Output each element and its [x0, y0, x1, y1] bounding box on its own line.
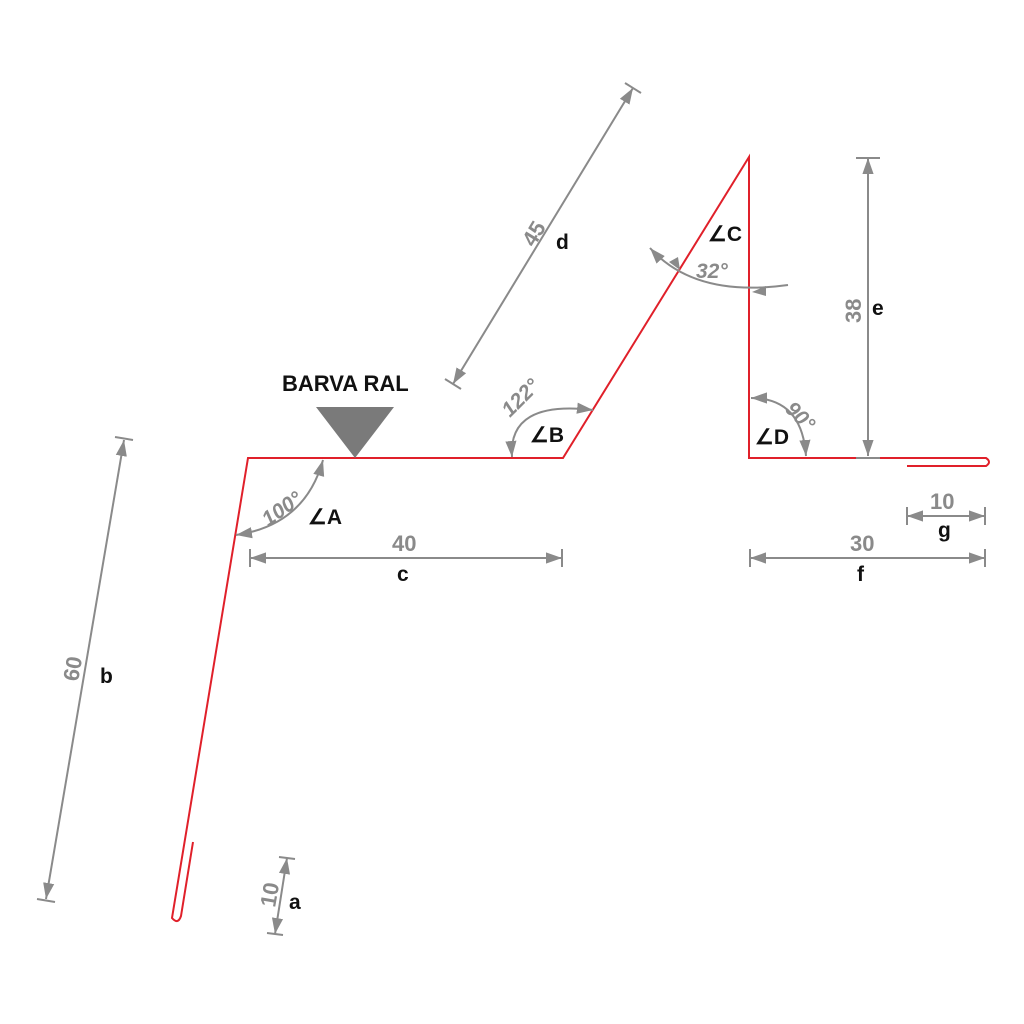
angle-value-a: 100°	[258, 487, 307, 531]
dim-value-f: 30	[850, 531, 874, 556]
dim-line-a	[271, 857, 291, 935]
angle-label-d: ∠D	[755, 426, 789, 449]
dim-tick	[278, 856, 296, 860]
angle-arc-d	[750, 392, 811, 457]
dim-letter-b: b	[100, 665, 113, 688]
dim-value-c: 40	[392, 531, 416, 556]
angle-arrow-c	[669, 257, 680, 270]
dim-letter-d: d	[556, 231, 569, 254]
angle-arc-a	[235, 459, 325, 539]
angle-arc-c	[649, 247, 789, 289]
dim-letter-g: g	[938, 519, 951, 542]
angle-arrow-c	[752, 286, 766, 296]
angle-arc-b	[505, 402, 594, 458]
angle-label-b: ∠B	[530, 424, 564, 447]
dim-tick	[266, 932, 284, 936]
angle-value-c: 32°	[696, 260, 728, 283]
angle-label-a: ∠A	[308, 506, 342, 529]
dim-value-g: 10	[930, 489, 954, 514]
color-title: BARVA RAL	[282, 371, 409, 396]
dim-tick	[36, 898, 56, 903]
dim-line-b	[43, 439, 127, 900]
dim-value-a: 10	[255, 880, 284, 908]
dim-tick	[444, 378, 462, 390]
dim-letter-e: e	[872, 297, 884, 320]
dim-line-d	[452, 87, 634, 385]
dim-letter-a: a	[289, 891, 301, 914]
dim-tick	[624, 82, 642, 94]
dim-value-e: 38	[841, 299, 866, 323]
angle-label-c: ∠C	[708, 223, 742, 246]
dim-tick	[114, 436, 134, 441]
sheet-profile-line	[170, 153, 990, 922]
dim-value-d: 45	[517, 217, 551, 251]
color-marker-triangle	[316, 407, 394, 458]
dim-letter-c: c	[397, 563, 409, 586]
dim-value-b: 60	[58, 654, 87, 682]
angle-value-b: 122°	[497, 374, 544, 421]
dim-letter-f: f	[857, 563, 865, 586]
